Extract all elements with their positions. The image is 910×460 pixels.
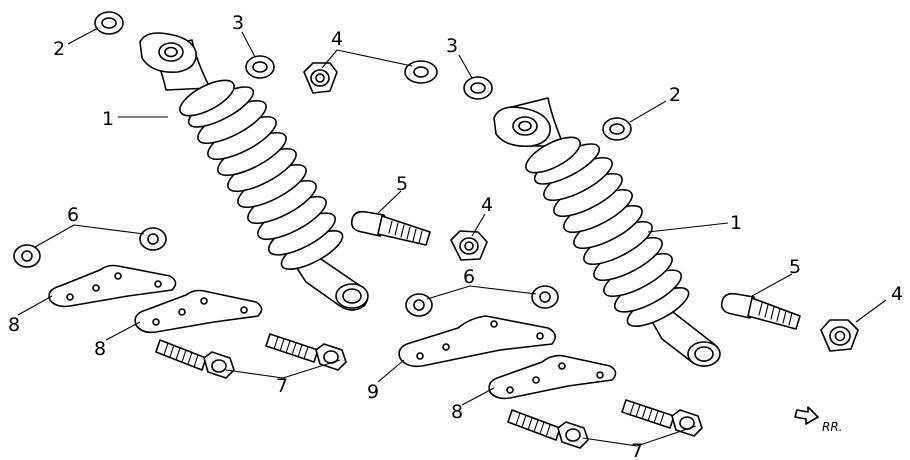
callout-5-left: 5 — [396, 173, 408, 195]
callout-7-left: 7 — [276, 375, 288, 397]
washer-3-right — [463, 76, 493, 100]
bolt-7-right-a — [507, 409, 589, 449]
callout-4-top: 4 — [331, 28, 343, 50]
bracket-9-right — [398, 315, 556, 368]
nut-6-right-b — [531, 285, 559, 309]
arrow-right-icon — [794, 406, 819, 425]
shock-absorber-right — [493, 97, 721, 367]
leader-lines — [17, 27, 887, 447]
bolt-5-left — [350, 210, 431, 246]
callout-6-right: 6 — [463, 266, 475, 288]
callout-4-right: 4 — [891, 283, 903, 305]
callout-3-left: 3 — [232, 12, 244, 34]
nut-4-right — [820, 319, 859, 352]
nut-4-middle — [450, 230, 488, 261]
bolt-5-right — [720, 292, 801, 330]
nut-6-left-a — [13, 244, 41, 268]
nut-6-left-b — [139, 227, 167, 251]
bolt-7-left-b — [265, 333, 347, 371]
nut-6-right-a — [405, 293, 433, 317]
callout-3-right: 3 — [446, 35, 458, 57]
callout-2-left: 2 — [53, 38, 65, 60]
washer-2-left — [94, 11, 124, 35]
callout-8-left-a: 8 — [8, 314, 20, 336]
direction-indicator: RR. — [794, 406, 843, 434]
callout-8-left-b: 8 — [94, 338, 106, 360]
washer-nut-4-top-right — [404, 60, 438, 84]
callout-2-right: 2 — [669, 84, 681, 106]
bracket-8-left-a — [48, 264, 177, 308]
nut-4-top-left — [303, 62, 338, 94]
callout-6-left: 6 — [67, 204, 79, 226]
bracket-8-left-b — [134, 289, 263, 334]
callout-numbers: 2 3 4 3 2 1 1 5 4 6 5 4 6 8 8 9 7 8 7 — [8, 12, 903, 460]
callout-4-middle: 4 — [481, 194, 493, 216]
washer-2-right — [602, 117, 632, 141]
callout-8-right: 8 — [451, 401, 463, 423]
callout-1-right: 1 — [730, 212, 742, 234]
shock-absorber-left — [139, 32, 369, 311]
direction-label: RR. — [822, 420, 843, 434]
callout-7-right: 7 — [631, 440, 643, 460]
callout-9: 9 — [367, 381, 379, 403]
washer-3-left — [245, 55, 275, 79]
bracket-8-right — [488, 354, 617, 400]
callout-5-right: 5 — [789, 256, 801, 278]
bolt-7-left-a — [155, 339, 235, 379]
spring-coils-right — [533, 143, 690, 327]
bolt-7-right-b — [621, 399, 703, 437]
spring-coils-left — [187, 86, 344, 270]
callout-1-left: 1 — [102, 108, 114, 130]
